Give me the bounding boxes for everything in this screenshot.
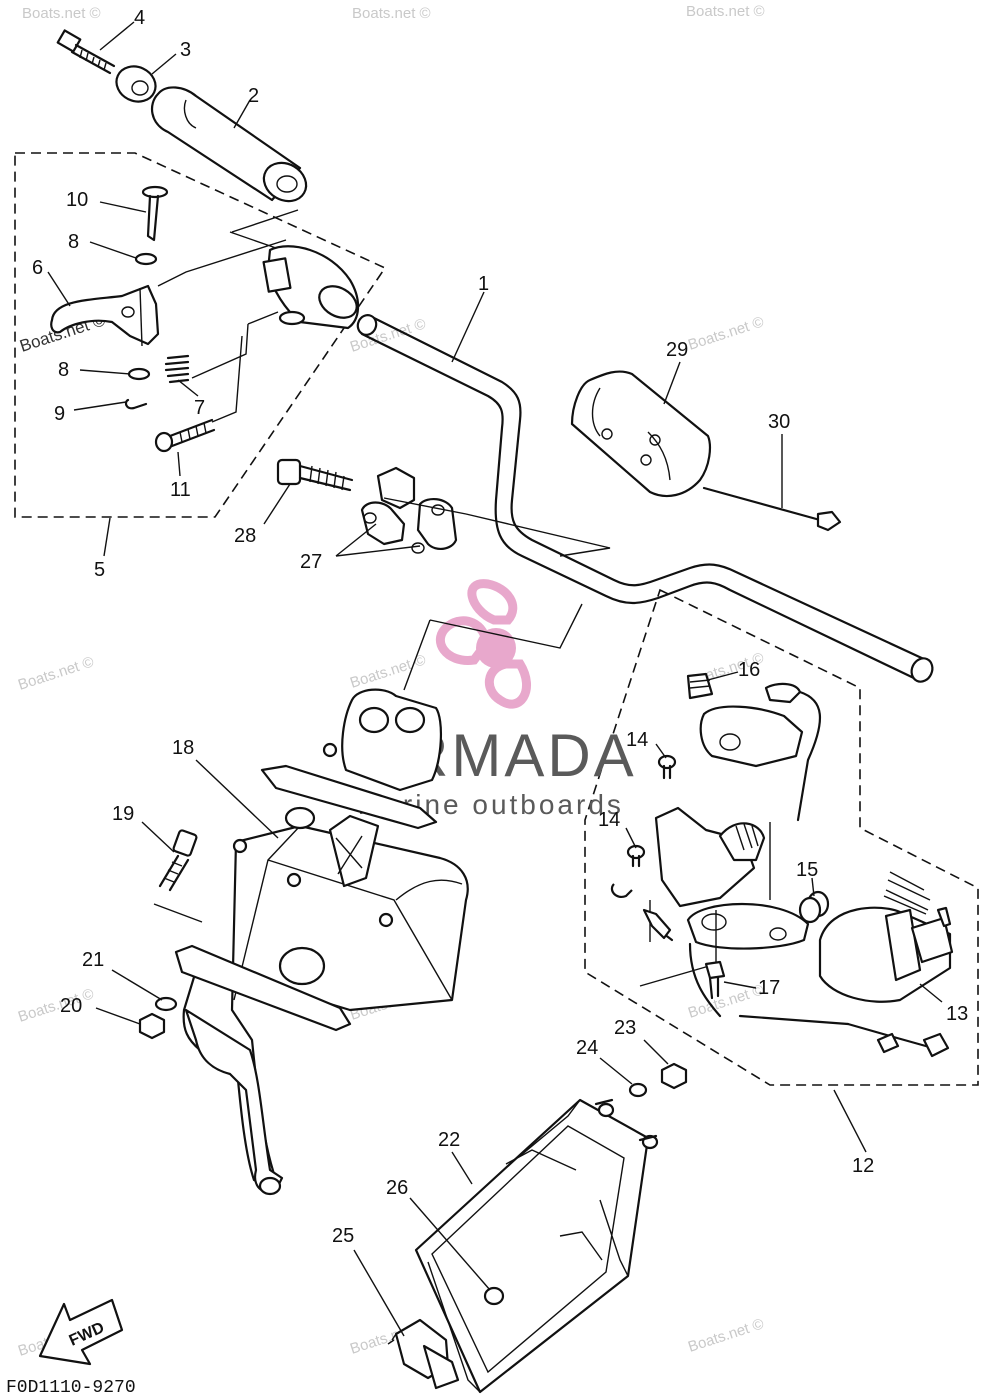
watermark-9: Boats.net © <box>16 985 96 1025</box>
diagram-code: F0D1110-9270 <box>6 1378 136 1398</box>
callout-19: 19 <box>112 803 134 825</box>
propeller-icon <box>436 579 532 709</box>
part-screw-17 <box>704 960 726 1000</box>
assembly-box-5 <box>14 152 387 518</box>
watermark-1: Boats.net © <box>22 5 101 22</box>
part-lever-bracket <box>262 245 360 330</box>
part-clamps-27 <box>360 466 611 557</box>
part-spring-7 <box>164 354 190 384</box>
watermark-3: Boats.net © <box>686 3 765 20</box>
callout-14a: 14 <box>626 729 648 751</box>
part-cap-3 <box>115 65 157 103</box>
part-stop-switch-13 <box>818 871 954 1003</box>
leader-19-assembly <box>153 903 203 923</box>
callout-16: 16 <box>738 659 760 681</box>
callout-28: 28 <box>234 525 256 547</box>
assembly-box-12 <box>584 588 979 1086</box>
callout-15: 15 <box>796 859 818 881</box>
part-bolt-19 <box>158 829 198 892</box>
part-clip-12 <box>610 883 633 898</box>
part-tray-22 <box>414 1098 659 1394</box>
watermark-2: Boats.net © <box>352 5 431 22</box>
callout-8a: 8 <box>68 231 79 253</box>
part-grip-2 <box>150 86 308 203</box>
callout-27: 27 <box>300 551 322 573</box>
callout-25: 25 <box>332 1225 354 1247</box>
callout-21: 21 <box>82 949 104 971</box>
callout-20: 20 <box>60 995 82 1017</box>
callout-4: 4 <box>134 7 145 29</box>
watermark-14: Boats.net © <box>686 1315 766 1355</box>
watermark-5: Boats.net © <box>686 313 766 353</box>
callout-22: 22 <box>438 1129 460 1151</box>
callout-10: 10 <box>66 189 88 211</box>
part-switch-body <box>639 806 950 1058</box>
part-washer-21 <box>154 996 178 1012</box>
callout-12: 12 <box>852 1155 874 1177</box>
callout-9: 9 <box>54 403 65 425</box>
leader-lines <box>47 21 943 1337</box>
part-screw-14b <box>626 844 646 868</box>
callout-18: 18 <box>172 737 194 759</box>
part-sleeve-29 <box>570 370 711 498</box>
callout-26: 26 <box>386 1177 408 1199</box>
callout-30: 30 <box>768 411 790 433</box>
part-clip-9 <box>124 398 148 410</box>
callout-14b: 14 <box>598 809 620 831</box>
callout-6: 6 <box>32 257 43 279</box>
part-screw-14a <box>657 754 677 780</box>
callout-13: 13 <box>946 1003 968 1025</box>
callout-1: 1 <box>478 273 489 295</box>
part-washer-8b <box>127 367 151 381</box>
part-bolt-4 <box>56 29 116 75</box>
part-nut-20 <box>138 1012 166 1040</box>
callout-7: 7 <box>194 397 205 419</box>
callout-2: 2 <box>248 85 259 107</box>
callout-3: 3 <box>180 39 191 61</box>
callout-29: 29 <box>666 339 688 361</box>
part-clamp-25 <box>387 1318 460 1390</box>
part-switch-housing <box>686 672 821 822</box>
part-grommet-15 <box>798 890 830 924</box>
callout-17: 17 <box>758 977 780 999</box>
fwd-arrow-icon: FWD <box>38 1298 124 1366</box>
callout-5: 5 <box>94 559 105 581</box>
part-lever-6 <box>50 284 160 347</box>
part-nut-23 <box>660 1062 688 1090</box>
watermark-6: Boats.net © <box>16 653 96 693</box>
part-bolt-28 <box>276 458 354 492</box>
part-handlebar-1 <box>356 314 934 683</box>
part-washer-24 <box>628 1082 648 1098</box>
part-number-labels: 4 3 2 10 8 6 8 9 7 11 5 1 29 30 28 27 18… <box>32 7 968 1247</box>
callout-24: 24 <box>576 1037 598 1059</box>
part-steering-column-18 <box>174 688 469 1196</box>
callout-8b: 8 <box>58 359 69 381</box>
part-pin-10 <box>141 185 169 242</box>
callout-11: 11 <box>170 479 191 501</box>
callout-23: 23 <box>614 1017 636 1039</box>
part-screw-11 <box>154 418 216 453</box>
part-cord-30 <box>702 486 842 532</box>
part-washer-8a <box>134 252 158 266</box>
watermarks: Boats.net © Boats.net © Boats.net © Boat… <box>16 3 766 1360</box>
